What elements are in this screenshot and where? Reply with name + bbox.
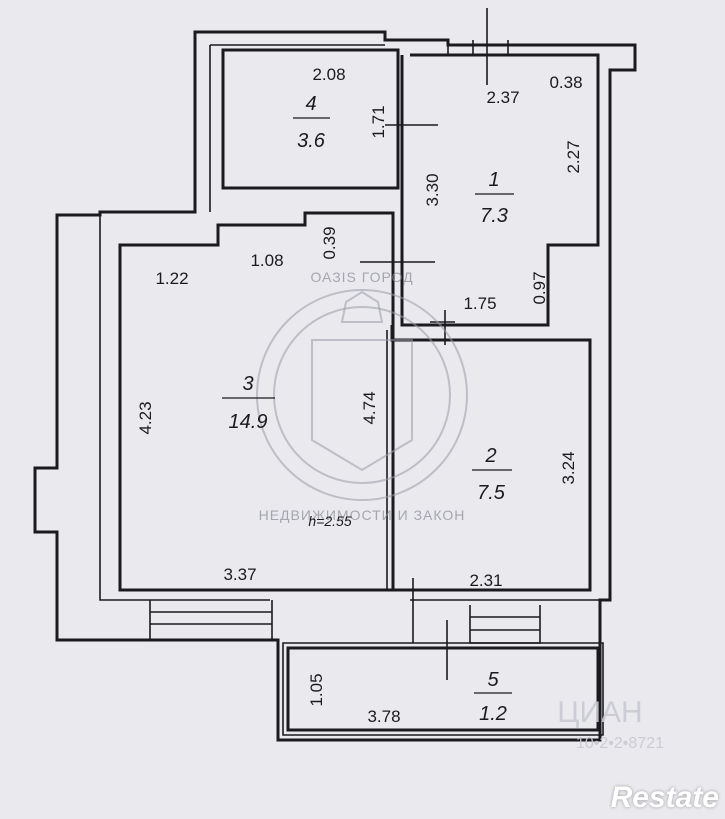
dim-1-71: 1.71 [369,105,388,138]
window-top [447,40,509,55]
dim-4-74: 4.74 [360,391,379,424]
dim-1-75: 1.75 [463,294,496,313]
dim-2-08: 2.08 [312,65,345,84]
dim-0-38: 0.38 [549,73,582,92]
stamp-text: НЕДВИЖИМОСТИ И ЗАКОН [259,507,466,523]
dim-3-30: 3.30 [423,173,442,206]
room-2-label: 2 7.5 [472,445,512,504]
cian-id: 10•2•2•8721 [576,735,664,752]
dim-0-97: 0.97 [530,271,549,304]
dim-3-78: 3.78 [367,707,400,726]
room-3-number: 3 [242,373,253,395]
room-4-label: 4 3.6 [293,93,330,152]
dim-0-39: 0.39 [320,226,339,259]
room-4-area: 3.6 [297,130,326,152]
dim-2-31: 2.31 [469,571,502,590]
dim-1-05: 1.05 [307,673,326,706]
window-left-bottom [149,600,273,641]
room-1-label: 1 7.3 [475,169,514,227]
restate-logo: Restate [610,781,719,814]
room-5-number: 5 [487,669,499,691]
cian-watermark: ЦИАН 10•2•2•8721 [557,696,664,752]
dim-3-24: 3.24 [559,451,578,484]
room-1-number: 1 [488,169,499,191]
ceiling-height: h=2.55 [308,513,351,529]
room-5-label: 5 1.2 [474,669,512,725]
dim-1-22: 1.22 [155,269,188,288]
section-lines [360,8,488,680]
interior-walls [99,48,610,736]
room-3-area: 14.9 [229,411,268,433]
stamp-small-text: ОАЗIS ГОРОД [310,269,413,285]
room-1-area: 7.3 [480,205,508,227]
room-3-label: 3 14.9 [222,373,275,433]
dim-2-37: 2.37 [486,88,519,107]
room-4-number: 4 [305,93,316,115]
dimension-labels: 2.08 1.71 2.37 0.38 3.30 2.27 0.39 1.08 … [136,65,583,726]
room-2-area: 7.5 [477,482,506,504]
outer-walls [33,30,637,742]
cian-brand: ЦИАН [557,696,642,729]
room-5-area: 1.2 [479,703,507,725]
dim-2-27: 2.27 [564,140,583,173]
dim-4-23: 4.23 [136,401,155,434]
dim-1-08: 1.08 [250,251,283,270]
room-2-number: 2 [484,445,496,467]
stamp: НЕДВИЖИМОСТИ И ЗАКОН ОАЗIS ГОРОД [256,269,468,523]
dim-3-37: 3.37 [223,565,256,584]
window-right-bottom [469,605,541,644]
